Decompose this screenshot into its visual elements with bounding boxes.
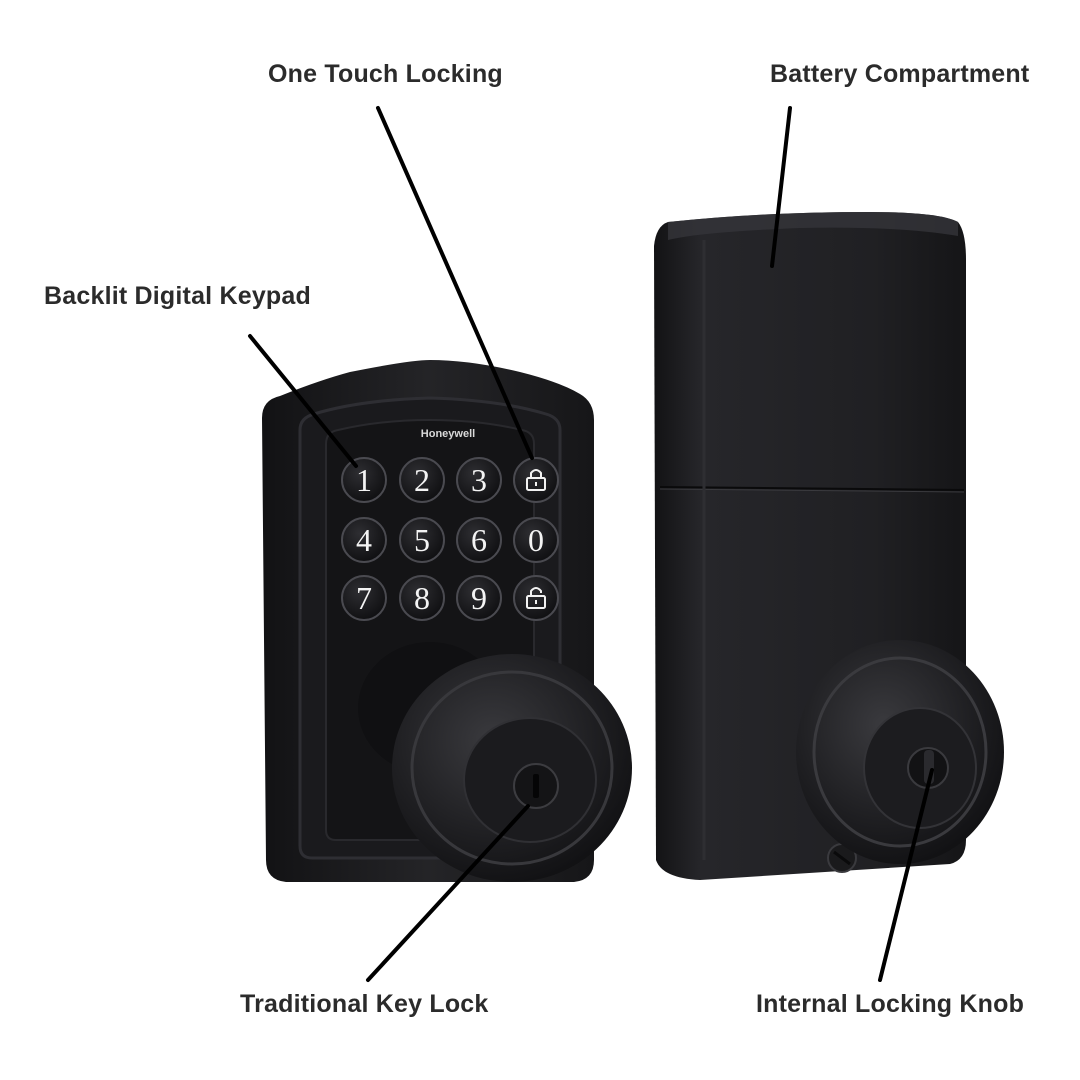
keypad-button-ring [456,575,502,621]
keypad-button-6[interactable]: 6 [456,517,502,563]
keypad-button-5[interactable]: 5 [399,517,445,563]
leader-one-touch [376,106,534,460]
keypad-button-3[interactable]: 3 [456,457,502,503]
keypad-button-ring [456,457,502,503]
interior-lock-unit [654,212,1004,880]
keypad-button-ring [341,457,387,503]
screw-slot [833,850,851,866]
keypad-button-9[interactable]: 9 [456,575,502,621]
keypad-digit-label: 1 [356,462,372,498]
keypad-button-7[interactable]: 7 [341,575,387,621]
keypad-button-ring [399,517,445,563]
keypad-button-ring [341,517,387,563]
callout-traditional-key-lock: Traditional Key Lock [240,990,489,1018]
keypad-button-1[interactable]: 1 [341,457,387,503]
keypad-digit-label: 6 [471,522,487,558]
keypad-button-ring [513,575,559,621]
keypad-digit-label: 8 [414,580,430,616]
keypad-button-ring [399,457,445,503]
interior-knob-ring [812,656,988,848]
keypad-digit-label: 0 [528,522,544,558]
leader-keypad [248,334,358,468]
leader-battery [770,106,792,268]
keypad-button-4[interactable]: 4 [341,517,387,563]
seam-highlight [659,488,965,493]
keypad-digit-label: 3 [471,462,487,498]
callout-internal-locking-knob: Internal Locking Knob [756,990,1025,1018]
unlock-icon [526,587,546,609]
keypad-digit-label: 4 [356,522,372,558]
keypad-button-unlock[interactable] [513,575,559,621]
keypad-button-ring [513,457,559,503]
keypad-button-2[interactable]: 2 [399,457,445,503]
leader-key-lock [366,804,530,982]
callout-leader-lines [248,106,934,982]
keypad-button-ring [456,517,502,563]
keypad-button-lock[interactable] [513,457,559,503]
battery-cover-edge [668,212,958,240]
keypad-button-8[interactable]: 8 [399,575,445,621]
keypad-digit-label: 9 [471,580,487,616]
callout-battery-compartment: Battery Compartment [770,60,1030,88]
keypad-digit-label: 7 [356,580,372,616]
keypad-digit-label: 2 [414,462,430,498]
battery-cover-seam [659,486,965,491]
keypad-button-ring [341,575,387,621]
backlit-digital-keypad: 1 2 3 4 5 6 0 7 8 9 [341,457,559,621]
keypad-digit-label: 5 [414,522,430,558]
lock-icon [526,469,546,491]
brand-logo: Honeywell [421,428,475,440]
callout-backlit-digital-keypad: Backlit Digital Keypad [44,282,311,310]
keypad-button-0[interactable]: 0 [513,517,559,563]
exterior-knob-ring [410,670,614,866]
leader-internal-knob [878,768,934,982]
exterior-lock-unit: Honeywell 1 2 3 4 5 6 0 7 8 9 [262,360,632,882]
keyway [533,774,539,798]
keypad-button-ring [399,575,445,621]
callout-one-touch-locking: One Touch Locking [268,60,503,88]
keypad-button-ring [513,517,559,563]
